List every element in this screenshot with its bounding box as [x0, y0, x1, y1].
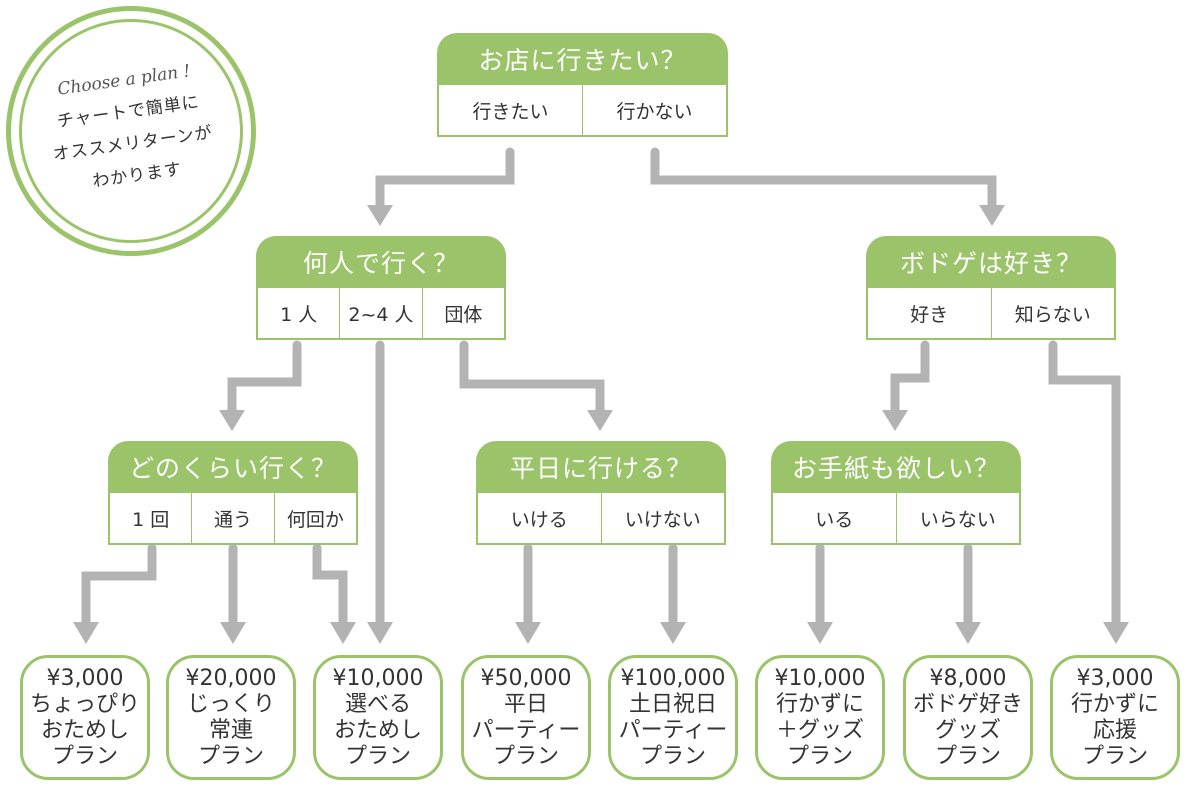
- plan-line: プラン: [934, 743, 1001, 769]
- plan-card-2[interactable]: ¥20,000 じっくり 常連 プラン: [166, 655, 296, 780]
- plan-card-3[interactable]: ¥10,000 選べる おためし プラン: [313, 655, 443, 780]
- question-title: お手紙も欲しい？: [771, 441, 1021, 493]
- option-want-to-go[interactable]: 行きたい: [472, 100, 549, 123]
- option-like[interactable]: 好き: [910, 303, 949, 326]
- question-options: いける いけない: [476, 493, 726, 545]
- plan-line: 行かずに: [775, 691, 864, 717]
- plan-line: ちょっぴり: [29, 691, 140, 717]
- plan-price: ¥3,000: [46, 665, 124, 691]
- plan-price: ¥3,000: [1076, 665, 1154, 691]
- arrowhead-plan-2: [220, 622, 246, 644]
- question-visit-store: お店に行きたい？ 行きたい 行かない: [437, 33, 728, 137]
- plan-line: 平日: [503, 691, 548, 717]
- option-can-go[interactable]: いける: [510, 508, 568, 531]
- connector-q2-group: [459, 340, 605, 419]
- plan-line: ボドゲ好き: [912, 691, 1023, 717]
- option-regular[interactable]: 通う: [191, 493, 273, 543]
- connector-q1-no: [650, 147, 997, 215]
- arrowhead-q4: [219, 410, 245, 431]
- option-once[interactable]: 1 回: [132, 508, 170, 531]
- plan-card-1[interactable]: ¥3,000 ちょっぴり おためし プラン: [20, 655, 150, 780]
- option-cannot-go[interactable]: いけない: [600, 493, 725, 543]
- plan-line: 応援: [1092, 717, 1137, 743]
- plan-line: プラン: [344, 743, 411, 769]
- plan-line: おためし: [333, 717, 422, 743]
- arrowhead-plan-1: [73, 622, 99, 644]
- question-title: ボドゲは好き？: [866, 236, 1116, 288]
- arrowhead-q5: [587, 410, 613, 431]
- arrowhead-q6: [882, 410, 908, 431]
- plan-line: おためし: [40, 717, 129, 743]
- arrowhead-plan-3b: [367, 622, 393, 644]
- plan-line: プラン: [51, 743, 118, 769]
- plan-card-8[interactable]: ¥3,000 行かずに 応援 プラン: [1050, 655, 1180, 780]
- plan-card-4[interactable]: ¥50,000 平日 パーティー プラン: [461, 655, 591, 780]
- plan-line: プラン: [1081, 743, 1148, 769]
- arrowhead-q2: [367, 205, 393, 226]
- badge-text: Choose a plan ! チャートで簡単に オススメリターンが わかります: [0, 0, 267, 267]
- arrowhead-plan-5: [660, 622, 686, 644]
- arrowhead-plan-4: [515, 622, 541, 644]
- question-options: いる いらない: [771, 493, 1021, 545]
- connector-q4-several: [312, 543, 348, 631]
- plan-line: プラン: [492, 743, 559, 769]
- plan-line: ＋グッズ: [775, 717, 864, 743]
- plan-line: プラン: [639, 743, 706, 769]
- arrowhead-q3: [979, 205, 1005, 226]
- connector-q3-unknown: [1048, 340, 1121, 631]
- plan-line: 常連: [208, 717, 253, 743]
- plan-line: プラン: [786, 743, 853, 769]
- question-party-size: 何人で行く？ 1 人 2~4 人 団体: [256, 236, 506, 340]
- question-title: 何人で行く？: [256, 236, 506, 288]
- question-title: お店に行きたい？: [437, 33, 728, 85]
- plan-price: ¥20,000: [185, 665, 277, 691]
- option-group[interactable]: 団体: [421, 288, 504, 338]
- option-two-to-four[interactable]: 2~4 人: [339, 288, 421, 338]
- arrowhead-plan-7: [955, 622, 981, 644]
- plan-line: グッズ: [934, 717, 1001, 743]
- plan-price: ¥50,000: [480, 665, 572, 691]
- arrowhead-plan-8: [1103, 622, 1129, 644]
- option-want[interactable]: いる: [815, 508, 854, 531]
- plan-price: ¥8,000: [929, 665, 1007, 691]
- badge-inner-ring: [19, 19, 243, 243]
- question-frequency: どのくらい行く？ 1 回 通う 何回か: [108, 441, 358, 545]
- arrowhead-plan-3a: [330, 622, 356, 644]
- plan-line: 選べる: [344, 691, 411, 717]
- question-options: 好き 知らない: [866, 288, 1116, 340]
- question-weekday: 平日に行ける？ いける いけない: [476, 441, 726, 545]
- option-dont-want[interactable]: いらない: [895, 493, 1020, 543]
- plan-price: ¥100,000: [620, 665, 726, 691]
- question-options: 1 人 2~4 人 団体: [256, 288, 506, 340]
- plan-card-5[interactable]: ¥100,000 土日祝日 パーティー プラン: [608, 655, 738, 780]
- plan-card-7[interactable]: ¥8,000 ボドゲ好き グッズ プラン: [903, 655, 1033, 780]
- plan-line: パーティー: [471, 717, 581, 743]
- plan-line: パーティー: [618, 717, 728, 743]
- choose-plan-badge: Choose a plan ! チャートで簡単に オススメリターンが わかります: [6, 6, 256, 256]
- plan-line: プラン: [197, 743, 264, 769]
- question-title: 平日に行ける？: [476, 441, 726, 493]
- question-options: 行きたい 行かない: [437, 85, 728, 137]
- arrowhead-plan-6: [807, 622, 833, 644]
- question-title: どのくらい行く？: [108, 441, 358, 493]
- connector-q3-like: [890, 340, 930, 419]
- connector-q1-yes: [375, 147, 515, 215]
- plan-card-6[interactable]: ¥10,000 行かずに ＋グッズ プラン: [755, 655, 885, 780]
- plan-line: 行かずに: [1070, 691, 1159, 717]
- plan-price: ¥10,000: [774, 665, 866, 691]
- plan-price: ¥10,000: [332, 665, 424, 691]
- plan-line: じっくり: [186, 691, 275, 717]
- connector-q2-one: [227, 340, 302, 419]
- connector-q4-once: [81, 543, 157, 631]
- option-one-person[interactable]: 1 人: [280, 303, 318, 326]
- plan-line: 土日祝日: [628, 691, 717, 717]
- option-several-times[interactable]: 何回か: [273, 493, 356, 543]
- option-dont-know[interactable]: 知らない: [990, 288, 1115, 338]
- option-not-going[interactable]: 行かない: [582, 85, 726, 135]
- question-like-boardgames: ボドゲは好き？ 好き 知らない: [866, 236, 1116, 340]
- question-want-letter: お手紙も欲しい？ いる いらない: [771, 441, 1021, 545]
- question-options: 1 回 通う 何回か: [108, 493, 358, 545]
